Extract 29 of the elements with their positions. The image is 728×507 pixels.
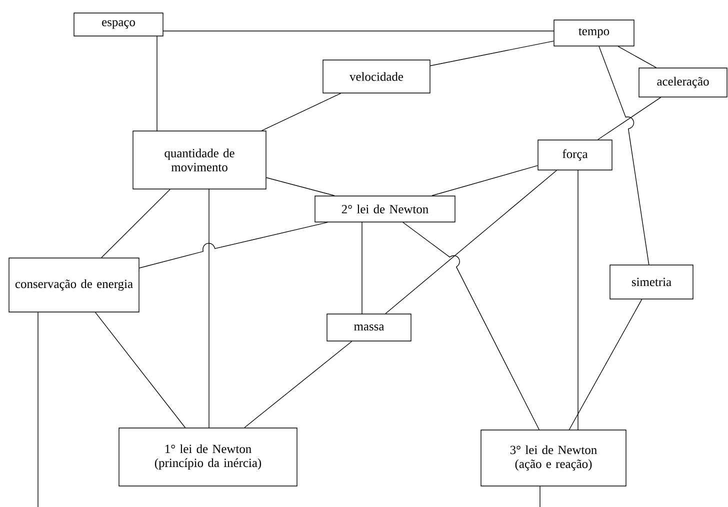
concept-box: conservação de energia [8, 258, 140, 312]
connector-line [430, 40, 554, 66]
concept-box: simetria [610, 264, 694, 300]
concept-box: quantidade de movimento [132, 130, 266, 190]
connector-line [139, 222, 328, 268]
connector-line [261, 93, 342, 131]
connector-line [568, 299, 642, 430]
connector-line [402, 222, 540, 430]
connector-line [208, 188, 210, 428]
connector-line [598, 97, 662, 140]
connector-line [156, 36, 158, 132]
connector-line [598, 46, 650, 265]
concept-box: força [538, 140, 612, 170]
concept-box: 1° lei de Newton (princípio da inércia) [118, 428, 298, 486]
concept-box: 2° lei de Newton [314, 196, 456, 222]
concept-box: 3° lei de Newton (ação e reação) [480, 430, 626, 486]
concept-box: massa [326, 314, 412, 342]
connector-line [432, 165, 538, 196]
concept-box: tempo [554, 20, 634, 46]
concept-box: espaço [74, 12, 164, 36]
concept-box: aceleração [638, 68, 728, 98]
connector-line [162, 30, 554, 32]
connector-line [385, 170, 558, 314]
connector-line [266, 177, 335, 196]
concept-box: velocidade [322, 60, 430, 94]
connector-line [244, 341, 352, 428]
connector-line [94, 312, 186, 428]
connector-line [618, 46, 657, 68]
connector-line [101, 189, 170, 258]
